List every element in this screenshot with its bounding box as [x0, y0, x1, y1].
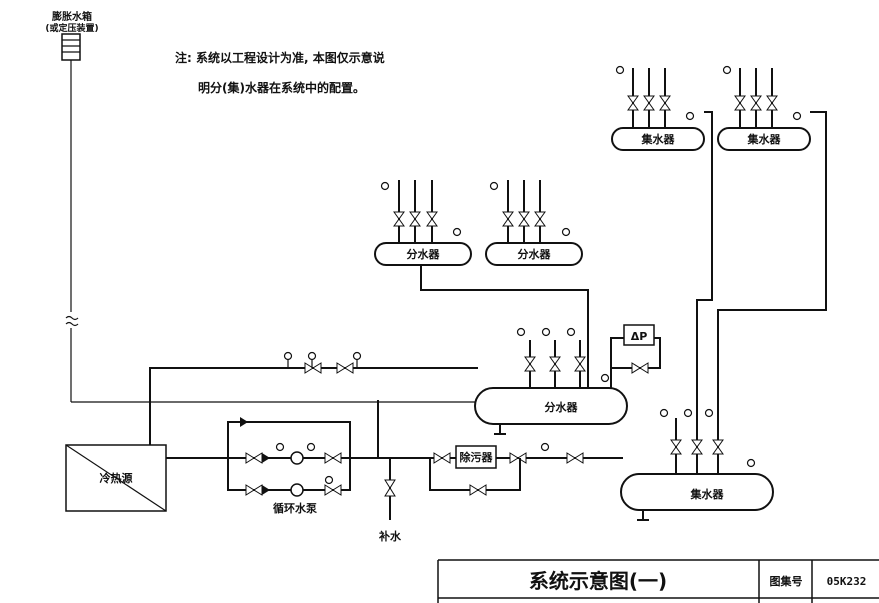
- atlas-number-label: 图集号: [769, 575, 803, 588]
- distributor-upper-left-label: 分水器: [407, 247, 441, 261]
- supply-valve-group: [283, 351, 362, 374]
- pressure-gauges: [275, 65, 802, 485]
- expansion-tank-label: 膨胀水箱: [52, 10, 92, 23]
- makeup-water-line: [377, 400, 396, 520]
- title-block: 系统示意图(一) 图集号 05K232: [438, 560, 879, 603]
- main-distributor: [474, 340, 628, 435]
- note-line-2: 明分(集)水器在系统中的配置。: [198, 80, 365, 95]
- dp-bypass: [610, 324, 661, 388]
- collector-main-label: 集水器: [690, 487, 725, 501]
- pump-assembly: [227, 417, 351, 497]
- expansion-tank: [61, 33, 478, 403]
- expansion-tank-sublabel: (或定压装置): [45, 22, 98, 34]
- chiller: [65, 444, 167, 512]
- collector-top-left: [611, 68, 705, 151]
- distributor-upper-right-label: 分水器: [518, 247, 552, 261]
- note-line-1: 注: 系统以工程设计为准, 本图仅示意说: [175, 50, 385, 65]
- pump-label: 循环水泵: [273, 501, 317, 515]
- atlas-number: 05K232: [826, 575, 867, 588]
- drawing-title: 系统示意图(一): [528, 569, 668, 593]
- title-block-frame: [437, 559, 879, 603]
- distributor-main-label: 分水器: [545, 400, 579, 414]
- collector-top-left-label: 集水器: [641, 132, 676, 146]
- branch-valves: [393, 95, 778, 455]
- makeup-water-label: 补水: [378, 529, 402, 543]
- delta-p-label: ΔP: [631, 330, 648, 343]
- filter-label: 除污器: [460, 450, 494, 464]
- collector-top-right-label: 集水器: [747, 132, 782, 146]
- main-collector: [620, 418, 774, 521]
- dirt-separator: [429, 445, 584, 496]
- chiller-label: 冷热源: [100, 471, 133, 485]
